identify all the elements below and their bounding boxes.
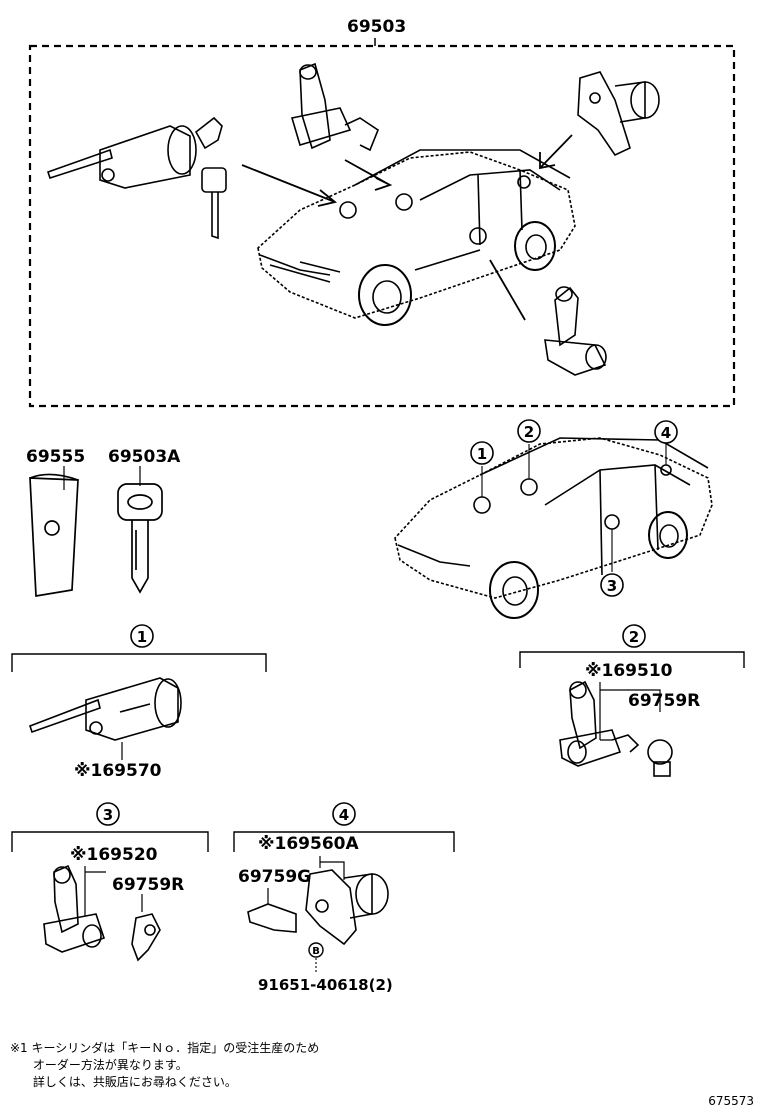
part-label-69555[interactable]: 69555 [26, 447, 85, 467]
part-label-69759R-group2[interactable]: 69759R [628, 691, 700, 711]
svg-text:1: 1 [137, 628, 147, 646]
callout-3[interactable]: 3 [600, 573, 624, 597]
part-label-169520[interactable]: ※169520 [70, 845, 158, 865]
part-label-169510[interactable]: ※169510 [585, 661, 673, 681]
svg-text:4: 4 [339, 806, 349, 824]
clip-illustration-group4 [247, 903, 297, 933]
part-label-69759R-group3[interactable]: 69759R [112, 875, 184, 895]
footnote: ※1 キーシリンダは「キーＮｏ．指定」の受注生産のため オーダー方法が異なります… [10, 1040, 319, 1091]
svg-text:B: B [312, 946, 320, 957]
pointer-arrows [241, 134, 573, 321]
group-2-header: 2 [519, 624, 745, 668]
assembly-part-number[interactable]: 69503 [347, 17, 406, 37]
diagram-id: 675573 [708, 1094, 754, 1108]
svg-text:3: 3 [607, 577, 617, 595]
key-blank-illustration [117, 483, 163, 594]
footnote-line-2: オーダー方法が異なります。 [10, 1058, 188, 1072]
callout-4[interactable]: 4 [654, 420, 678, 444]
part-label-69759G[interactable]: 69759G [238, 867, 311, 887]
svg-text:2: 2 [524, 423, 534, 441]
group-1-header: 1 [11, 624, 267, 672]
retainer-clip-illustration-group2 [647, 739, 673, 777]
svg-text:2: 2 [629, 628, 639, 646]
fuel-lid-lock-top [544, 286, 607, 376]
luggage-lock-cylinder-illustration [305, 869, 389, 946]
screw-symbol-b: B [308, 942, 324, 958]
key-plate-illustration [29, 473, 79, 597]
svg-text:1: 1 [477, 445, 487, 463]
door-lock-cylinder-illustration-group2 [559, 680, 640, 767]
part-label-69503A[interactable]: 69503A [108, 447, 181, 467]
part-label-169570[interactable]: ※169570 [74, 761, 162, 781]
part-label-91651-40618[interactable]: 91651-40618(2) [258, 976, 393, 994]
door-lock-cylinder-illustration-group3 [43, 864, 106, 953]
ignition-cylinder-illustration [28, 677, 182, 741]
footnote-line-3: 詳しくは、共販店にお尋ねください。 [10, 1075, 237, 1089]
callout-1[interactable]: 1 [470, 441, 494, 465]
callout-2[interactable]: 2 [517, 419, 541, 443]
retainer-clip-illustration-group3 [131, 913, 161, 962]
door-lock-cylinder-top [290, 62, 379, 152]
vehicle-illustration-callouts [394, 437, 713, 619]
vehicle-illustration-top [257, 149, 576, 326]
svg-text:4: 4 [661, 424, 671, 442]
svg-text:3: 3 [103, 806, 113, 824]
part-label-169560A[interactable]: ※169560A [258, 834, 359, 854]
group-4-header: 4 [233, 802, 455, 852]
luggage-lock-cylinder-top [577, 71, 660, 157]
footnote-line-1: ※1 キーシリンダは「キーＮｏ．指定」の受注生産のため [10, 1041, 320, 1055]
assembly-dashed-frame [28, 44, 736, 408]
ignition-key-cylinder-top [46, 116, 227, 240]
group-3-header: 3 [11, 802, 209, 852]
